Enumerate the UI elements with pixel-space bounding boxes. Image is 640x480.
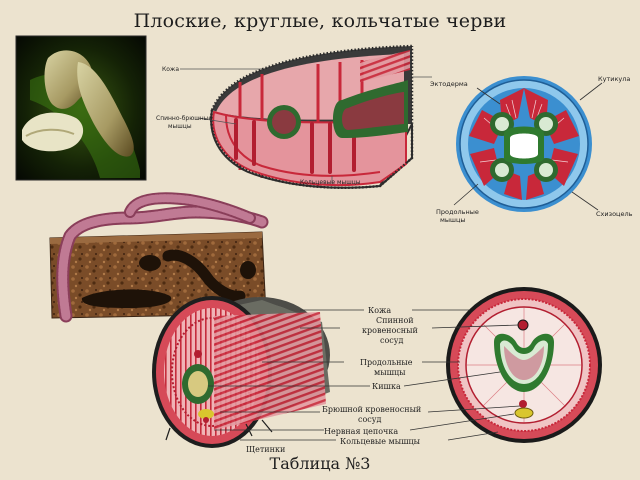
label-ectoderm: Эктодерма bbox=[430, 80, 468, 88]
label-nerve-cord: Нервная цепочка bbox=[324, 427, 398, 436]
label-gut: Кишка bbox=[372, 382, 401, 391]
label-longitudinal-earthworm-2: мышцы bbox=[374, 368, 406, 377]
table-number: Таблица №3 bbox=[269, 454, 371, 473]
earthworm-segment-3d bbox=[152, 296, 330, 448]
label-setae: Щетинки bbox=[246, 445, 285, 454]
label-dorsal-vessel-2: кровеносный bbox=[362, 326, 418, 335]
label-ventral-vessel-2: сосуд bbox=[358, 415, 381, 424]
label-dorsal-vessel-1: Спинной bbox=[376, 316, 414, 325]
flatworm-photo bbox=[15, 35, 147, 181]
leader-line bbox=[197, 117, 237, 125]
label-ventral-vessel-1: Брюшной кровеносный bbox=[322, 405, 421, 414]
label-dorsoventral: Спинно-брюшные bbox=[156, 115, 212, 122]
bottom-labels: Кожа Спинной кровеносный сосуд Продольны… bbox=[246, 306, 421, 454]
label-dorsal-vessel-3: сосуд bbox=[380, 336, 403, 345]
label-longitudinal-earthworm: Продольные bbox=[360, 358, 413, 367]
label-cuticle: Кутикула bbox=[598, 75, 630, 83]
label-longitudinal-round: Продольные bbox=[436, 208, 479, 216]
flatworm-section-diagram: Кожа Спинно-брюшные мышцы Кольцевые мышц… bbox=[156, 44, 432, 189]
earthworm-soil-illustration bbox=[49, 192, 269, 323]
label-dorsoventral-2: мышцы bbox=[168, 123, 192, 130]
page-title: Плоские, круглые, кольчатые черви bbox=[133, 10, 507, 32]
label-circular-earthworm: Кольцевые мышцы bbox=[340, 437, 421, 446]
label-skin-earthworm: Кожа bbox=[368, 306, 391, 315]
label-circular-upper: Кольцевые мышцы bbox=[300, 179, 361, 186]
earthworm-cross-section bbox=[446, 287, 602, 443]
bottom-leader-lines bbox=[208, 309, 521, 441]
label-schizocoel: Схизоцель bbox=[596, 210, 633, 218]
label-skin-upper: Кожа bbox=[162, 66, 179, 73]
label-longitudinal-round-2: мышцы bbox=[440, 216, 466, 224]
roundworm-cross-section: Эктодерма Кутикула Продольные мышцы Схиз… bbox=[430, 75, 633, 224]
